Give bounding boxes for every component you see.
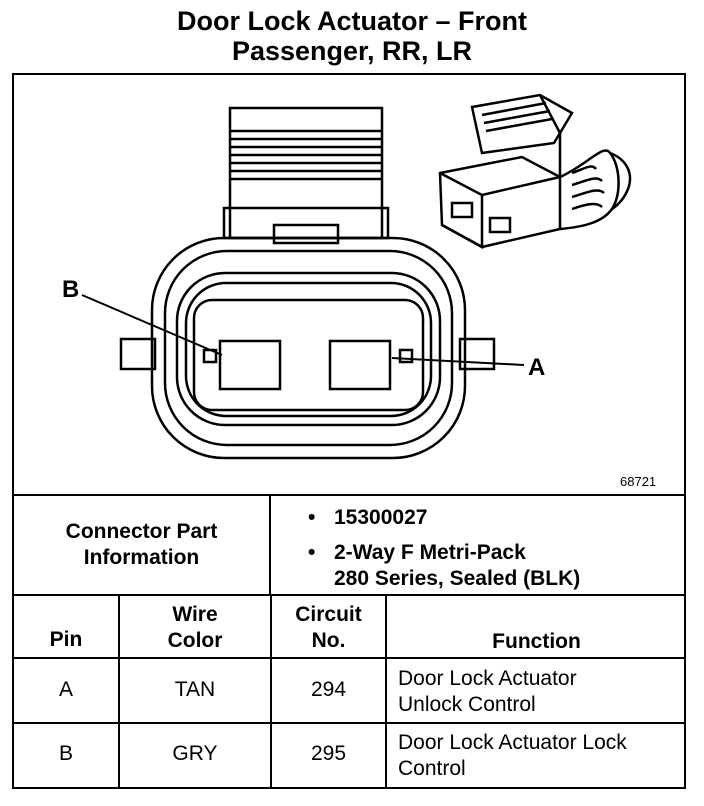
connector-description-line-2: 280 Series, Sealed (BLK) xyxy=(334,567,581,590)
row-b-circuit: 295 xyxy=(310,742,347,765)
row-a-function-line-2: Unlock Control xyxy=(398,693,536,716)
bullet-2: • xyxy=(308,541,316,564)
header-circuit-line-2: No. xyxy=(311,629,346,652)
cavity-b xyxy=(218,339,282,391)
col-divider-2 xyxy=(270,594,272,789)
header-pin: Pin xyxy=(49,628,83,651)
bullet-1: • xyxy=(308,506,316,529)
connector-housing xyxy=(150,236,467,460)
table-top-border xyxy=(12,494,686,496)
row-a-circuit: 294 xyxy=(310,678,347,701)
connector-info-vline xyxy=(269,494,271,594)
connector-ear-right xyxy=(458,337,496,371)
pin-label-a: A xyxy=(528,354,546,381)
row-a-function-line-1: Door Lock Actuator xyxy=(398,667,577,690)
row-b-function-line-1: Door Lock Actuator Lock xyxy=(398,731,627,754)
header-function: Function xyxy=(492,630,581,653)
leader-line-a xyxy=(391,357,525,366)
col-divider-1 xyxy=(118,594,120,789)
connector-info-divider xyxy=(12,594,686,596)
header-wire-color-line-1: Wire xyxy=(172,603,218,626)
header-circuit: Circuit No. xyxy=(272,602,385,654)
row-b-pin: B xyxy=(58,742,73,765)
header-wire-color: Wire Color xyxy=(120,602,270,654)
document-frame xyxy=(12,73,686,789)
connector-info-label-line-2: Information xyxy=(83,546,200,569)
connector-description: 2-Way F Metri-Pack 280 Series, Sealed (B… xyxy=(334,540,580,592)
pin-label-b: B xyxy=(62,276,80,303)
title-line-1: Door Lock Actuator – Front xyxy=(176,6,527,36)
row-b-function: Door Lock Actuator Lock Control xyxy=(398,730,627,782)
header-divider xyxy=(12,657,686,659)
page-title: Door Lock Actuator – Front Passenger, RR… xyxy=(0,6,704,66)
cavity-a xyxy=(328,339,392,391)
row-a-wire-color: TAN xyxy=(174,678,216,701)
part-number: 15300027 xyxy=(334,506,428,529)
leader-line-b xyxy=(81,294,223,356)
row-b-wire-color: GRY xyxy=(172,742,218,765)
row-b-function-line-2: Control xyxy=(398,757,466,780)
connector-info-label: Connector Part Information xyxy=(14,519,269,571)
title-line-2: Passenger, RR, LR xyxy=(231,36,473,66)
connector-drawing xyxy=(81,93,632,460)
header-wire-color-line-2: Color xyxy=(167,629,223,652)
row-a-function: Door Lock Actuator Unlock Control xyxy=(398,666,577,718)
connector-diagram: B A xyxy=(12,73,686,495)
connector-description-line-1: 2-Way F Metri-Pack xyxy=(334,541,526,564)
header-circuit-line-1: Circuit xyxy=(295,603,362,626)
col-divider-3 xyxy=(385,594,387,789)
row-a-pin: A xyxy=(58,678,73,701)
connector-perspective-view xyxy=(438,93,632,250)
connector-latch xyxy=(228,106,384,240)
figure-number: 68721 xyxy=(620,474,657,489)
connector-ear-left xyxy=(119,337,157,371)
connector-info-label-line-1: Connector Part xyxy=(65,520,218,543)
row-divider xyxy=(12,722,686,724)
